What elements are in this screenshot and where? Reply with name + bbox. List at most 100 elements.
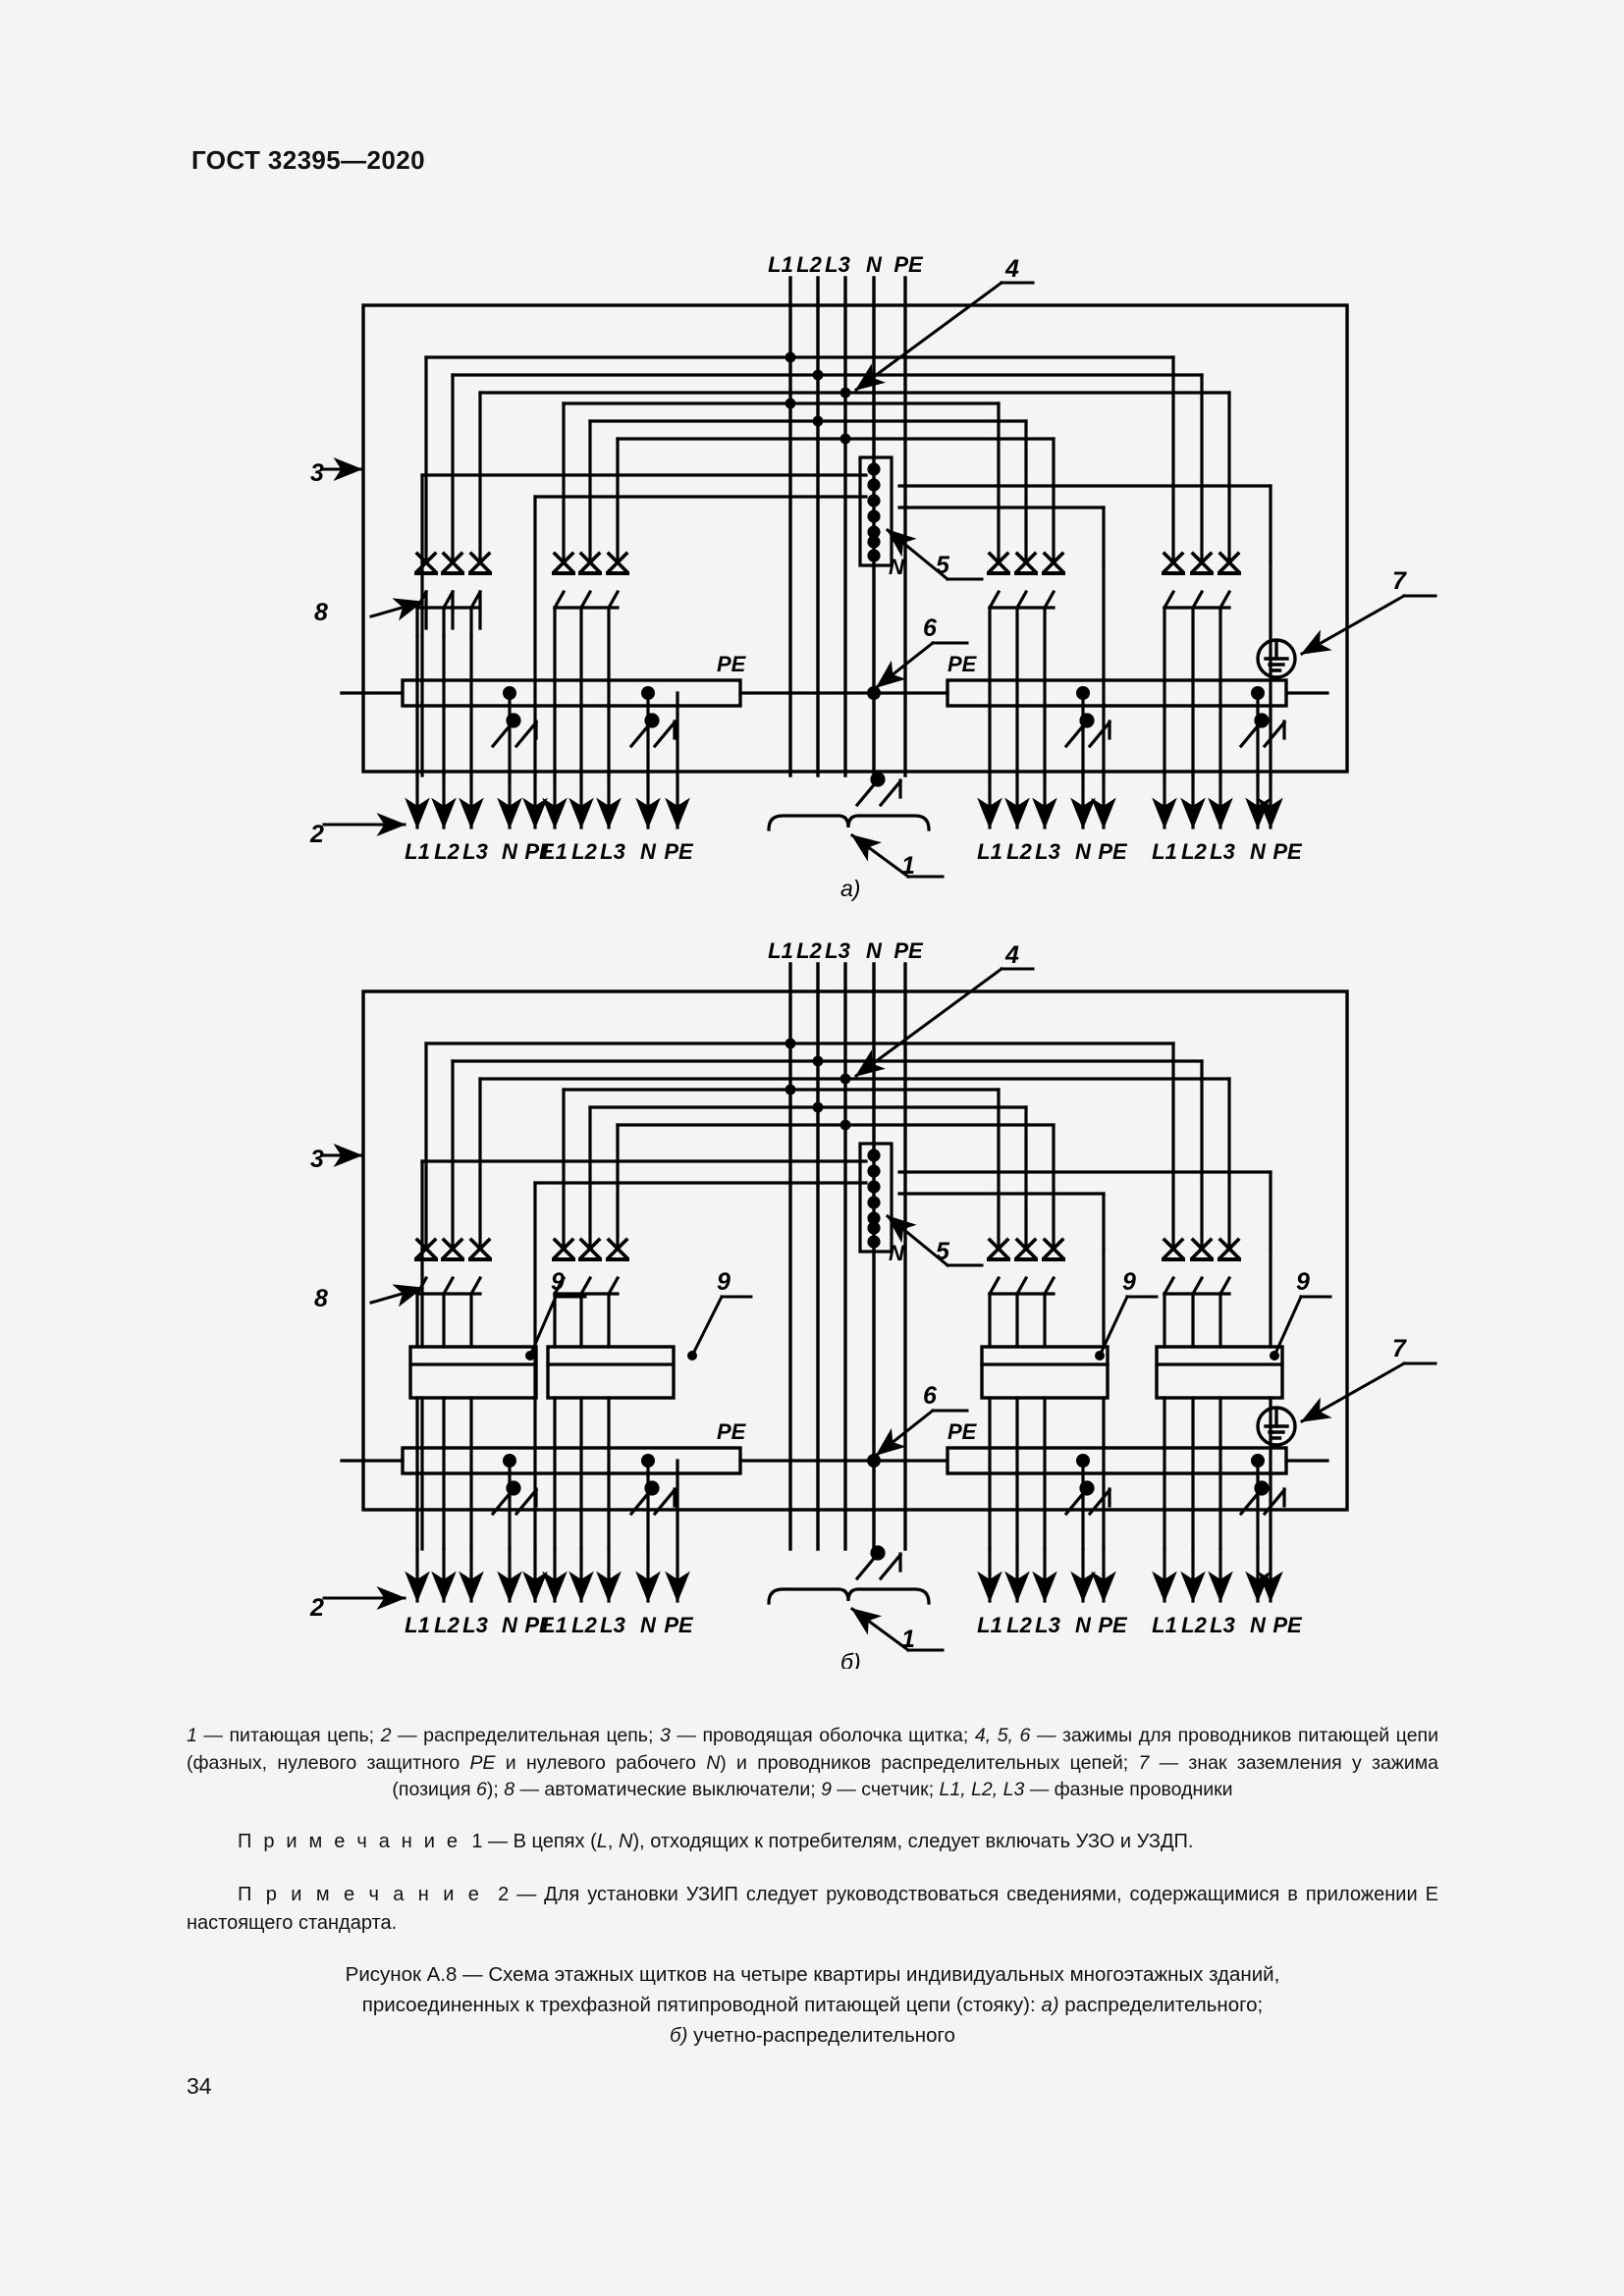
svg-text:PE: PE: [664, 839, 694, 864]
svg-text:N: N: [1250, 1613, 1267, 1637]
svg-text:5: 5: [936, 552, 950, 579]
diagram-b-left-wiring: [424, 1041, 1231, 1251]
svg-text:N: N: [640, 839, 657, 864]
diagram-b-enclosure: [361, 989, 1349, 1512]
diagram-b-terminal-n-label: N: [889, 1241, 905, 1265]
diagram-b-pe-marker6-dot: [867, 1454, 881, 1468]
svg-text:9: 9: [1296, 1268, 1310, 1296]
diagram-b-meter-4: [1155, 1345, 1284, 1400]
svg-text:L1: L1: [542, 1613, 568, 1637]
svg-text:7: 7: [1392, 567, 1407, 595]
diagram-b-breakers: [414, 1238, 1241, 1349]
svg-text:L3: L3: [462, 839, 488, 864]
svg-text:N: N: [1075, 1613, 1092, 1637]
note-2: П р и м е ч а н и е 2 — Для установки УЗ…: [187, 1884, 1438, 1934]
svg-text:L3: L3: [825, 252, 850, 277]
diagram-a-bus-labels: L1 L2 L3 N PE: [768, 252, 924, 277]
diagram-a-neutral-terminal-block: [858, 455, 893, 567]
svg-text:PE: PE: [893, 252, 924, 277]
svg-text:L2: L2: [796, 252, 822, 277]
svg-text:8: 8: [314, 1285, 328, 1312]
figure-caption: Рисунок А.8 — Схема этажных щитков на че…: [187, 1960, 1438, 2051]
svg-text:L3: L3: [600, 839, 625, 864]
svg-text:L1: L1: [1152, 1613, 1177, 1637]
diagram-a-pe-drops: [508, 691, 1260, 777]
svg-text:3: 3: [310, 1146, 324, 1173]
svg-text:N: N: [640, 1613, 657, 1637]
diagram-b-pe-busbar-right: [946, 1446, 1288, 1475]
diagram-a-brace: [767, 814, 931, 831]
subfigure-label-b: б): [840, 1649, 861, 1669]
diagram-b-outputs: [405, 1459, 1283, 1603]
diagram-b-pe-busbar-left: [401, 1446, 742, 1475]
svg-text:6: 6: [923, 1382, 938, 1410]
diagram-a-terminal-n-label: N: [889, 555, 905, 579]
figure-caption-sub-a: а): [1041, 1993, 1059, 2016]
svg-text:1: 1: [901, 852, 915, 880]
svg-text:PE: PE: [893, 938, 924, 963]
svg-text:L2: L2: [571, 1613, 597, 1637]
svg-text:L3: L3: [1035, 839, 1060, 864]
svg-text:PE: PE: [1098, 839, 1128, 864]
diagram-a-pe-marker6-dot: [867, 686, 881, 700]
svg-text:1: 1: [901, 1626, 915, 1653]
diagram-a-earth-symbol: [1256, 638, 1297, 679]
diagram-b-leaders: [322, 966, 1437, 1653]
diagram-a-breakers: [414, 552, 1241, 777]
figure-legend: 1 — питающая цепь; 2 — распределительная…: [187, 1725, 1439, 1801]
svg-text:PE: PE: [1272, 839, 1303, 864]
svg-text:N: N: [502, 1613, 518, 1637]
svg-text:L3: L3: [462, 1613, 488, 1637]
diagram-b-pe-drops: [508, 1459, 1260, 1551]
figure-caption-line2a: присоединенных к трехфазной пятипроводно…: [361, 1993, 1042, 2016]
svg-text:4: 4: [1004, 941, 1019, 969]
svg-text:L1: L1: [405, 1613, 430, 1637]
svg-text:7: 7: [1392, 1335, 1407, 1362]
svg-text:L2: L2: [571, 839, 597, 864]
diagram-b-terminal-dots: [867, 1148, 881, 1249]
diagram-a-markers: 4 3 5 6 7 8 2 1: [309, 255, 1407, 880]
svg-text:L3: L3: [600, 1613, 625, 1637]
document-standard-header: ГОСТ 32395—2020: [191, 145, 425, 175]
svg-text:L2: L2: [434, 839, 460, 864]
svg-text:L1: L1: [768, 938, 793, 963]
diagram-a-terminal-dots: [867, 462, 881, 562]
svg-text:PE: PE: [664, 1613, 694, 1637]
subfigure-label-a: а): [840, 876, 860, 901]
svg-text:L2: L2: [1006, 1613, 1032, 1637]
svg-text:L2: L2: [1181, 1613, 1207, 1637]
svg-text:L2: L2: [796, 938, 822, 963]
figure-caption-line1: Рисунок А.8 — Схема этажных щитков на че…: [345, 1963, 1280, 1986]
figure-caption-line2c: распределительного;: [1058, 1993, 1264, 2016]
diagram-a-trunk-junctions: [785, 351, 851, 445]
diagram-a-pe-label-left: PE: [717, 652, 747, 676]
svg-text:PE: PE: [1098, 1613, 1128, 1637]
diagram-a-left-wiring: [424, 355, 1231, 564]
svg-text:5: 5: [936, 1238, 950, 1265]
figure-caption-sub-b: б): [670, 2023, 688, 2047]
diagram-b-meter-3: [980, 1345, 1110, 1400]
svg-text:N: N: [1075, 839, 1092, 864]
diagram-a-pe-busbar-right: [946, 678, 1288, 708]
diagram-a-pe-label-right: PE: [947, 652, 978, 676]
svg-text:9: 9: [551, 1268, 565, 1296]
svg-text:9: 9: [717, 1268, 731, 1296]
diagram-b-neutral-terminal-block: [858, 1142, 893, 1254]
note-1: П р и м е ч а н и е 1 — В цепях (L, N), …: [238, 1831, 1194, 1852]
svg-text:L3: L3: [1035, 1613, 1060, 1637]
svg-text:PE: PE: [524, 1613, 555, 1637]
diagram-b-markers: 4 3 5 6 7 8 2 1 9 9 9 9: [309, 941, 1407, 1653]
svg-text:L3: L3: [1210, 839, 1235, 864]
diagram-b-meter-2: [546, 1345, 676, 1400]
diagram-b-pe-label-right: PE: [947, 1419, 978, 1444]
diagram-b-pe-label-left: PE: [717, 1419, 747, 1444]
diagram-b-brace: [767, 1587, 931, 1605]
svg-text:3: 3: [310, 459, 324, 487]
diagram-a-leaders: [322, 280, 1437, 880]
svg-text:PE: PE: [1272, 1613, 1303, 1637]
svg-text:6: 6: [923, 614, 938, 642]
